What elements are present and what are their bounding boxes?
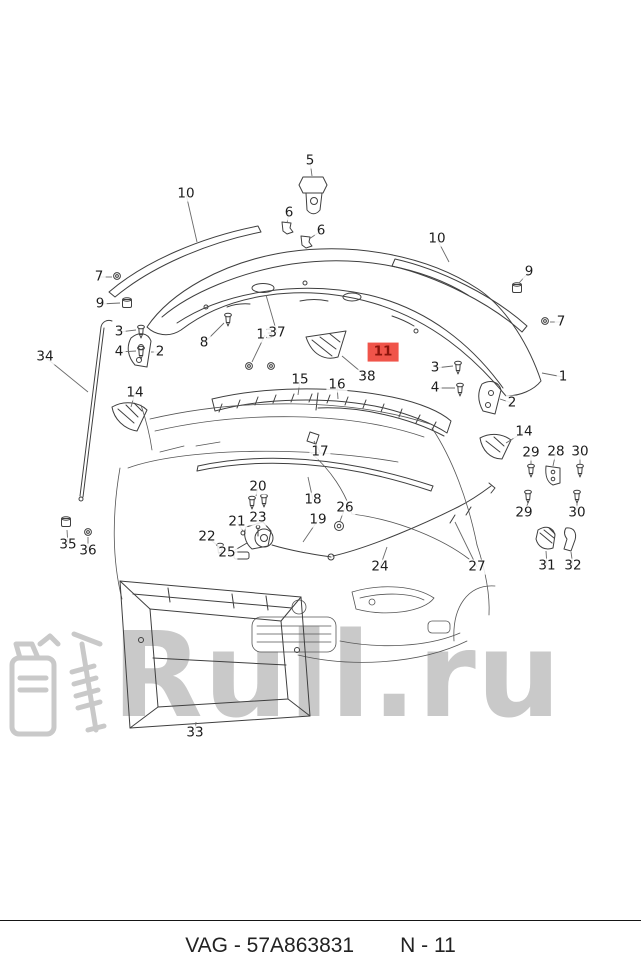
car-body: [113, 403, 496, 663]
hood-lock: [298, 176, 328, 215]
deflector-bracket: [305, 330, 347, 359]
footer-part-number: VAG - 57A863831: [185, 933, 355, 957]
callout-6: 6: [282, 204, 296, 221]
callout-23: 23: [247, 509, 269, 526]
callout-7: 7: [92, 268, 106, 285]
callout-34: 34: [34, 348, 56, 365]
hinge-left: [127, 333, 152, 368]
callout-30: 30: [569, 443, 591, 460]
callout-15: 15: [289, 371, 311, 388]
callout-9: 9: [93, 295, 107, 312]
callout-5: 5: [303, 152, 317, 169]
callout-7: 7: [554, 313, 568, 330]
callout-4: 4: [428, 379, 442, 396]
callout-35: 35: [57, 536, 79, 553]
callout-36: 36: [77, 542, 99, 559]
callout-6: 6: [314, 222, 328, 239]
callout-14: 14: [124, 384, 146, 401]
callout-2: 2: [505, 394, 519, 411]
callout-21: 21: [226, 513, 248, 530]
callout-32: 32: [562, 557, 584, 574]
callout-27: 27: [466, 558, 488, 575]
watermark-logo-icon: [9, 631, 107, 737]
callout-10: 10: [426, 230, 448, 247]
callout-3: 3: [428, 359, 442, 376]
callout-17: 17: [309, 443, 331, 460]
lock-assembly: [233, 521, 274, 560]
callout-18: 18: [302, 491, 324, 508]
prop-rod: [78, 319, 113, 502]
callout-29: 29: [513, 504, 535, 521]
corner-bracket-right: [479, 433, 512, 460]
callout-9: 9: [522, 263, 536, 280]
callout-28: 28: [545, 443, 567, 460]
callout-37: 37: [266, 324, 288, 341]
callout-8: 8: [197, 334, 211, 351]
cable-grommet: [334, 521, 344, 531]
hinge-right: [478, 381, 502, 415]
release-cable: [271, 482, 496, 561]
highlighted-callout-11: 11: [367, 342, 399, 362]
hook-bracket: [563, 527, 577, 552]
callout-3: 3: [112, 323, 126, 340]
hatched-bracket: [535, 526, 556, 550]
callout-24: 24: [369, 558, 391, 575]
callout-25: 25: [216, 544, 238, 561]
radiator-support: [119, 580, 311, 729]
callout-38: 38: [356, 368, 378, 385]
seal-strip-right: [391, 258, 528, 333]
callout-20: 20: [247, 478, 269, 495]
callout-14: 14: [513, 423, 535, 440]
front-seal: [196, 457, 434, 492]
side-bracket: [545, 465, 561, 486]
callout-26: 26: [334, 499, 356, 516]
callout-4: 4: [112, 343, 126, 360]
seal-strip-left: [108, 225, 262, 298]
callout-10: 10: [175, 185, 197, 202]
callout-16: 16: [326, 376, 348, 393]
callout-33: 33: [184, 724, 206, 741]
hood-panel: [146, 248, 542, 397]
callout-1: 1: [556, 368, 570, 385]
callout-22: 22: [196, 528, 218, 545]
footer-caption-bar: VAG - 57A863831 N - 11: [0, 920, 641, 970]
callout-30: 30: [566, 504, 588, 521]
cowl-grille: [211, 388, 452, 437]
callout-2: 2: [153, 343, 167, 360]
callout-19: 19: [307, 511, 329, 528]
footer-page-reference: N - 11: [400, 933, 456, 957]
callout-31: 31: [536, 557, 558, 574]
callout-29: 29: [520, 444, 542, 461]
